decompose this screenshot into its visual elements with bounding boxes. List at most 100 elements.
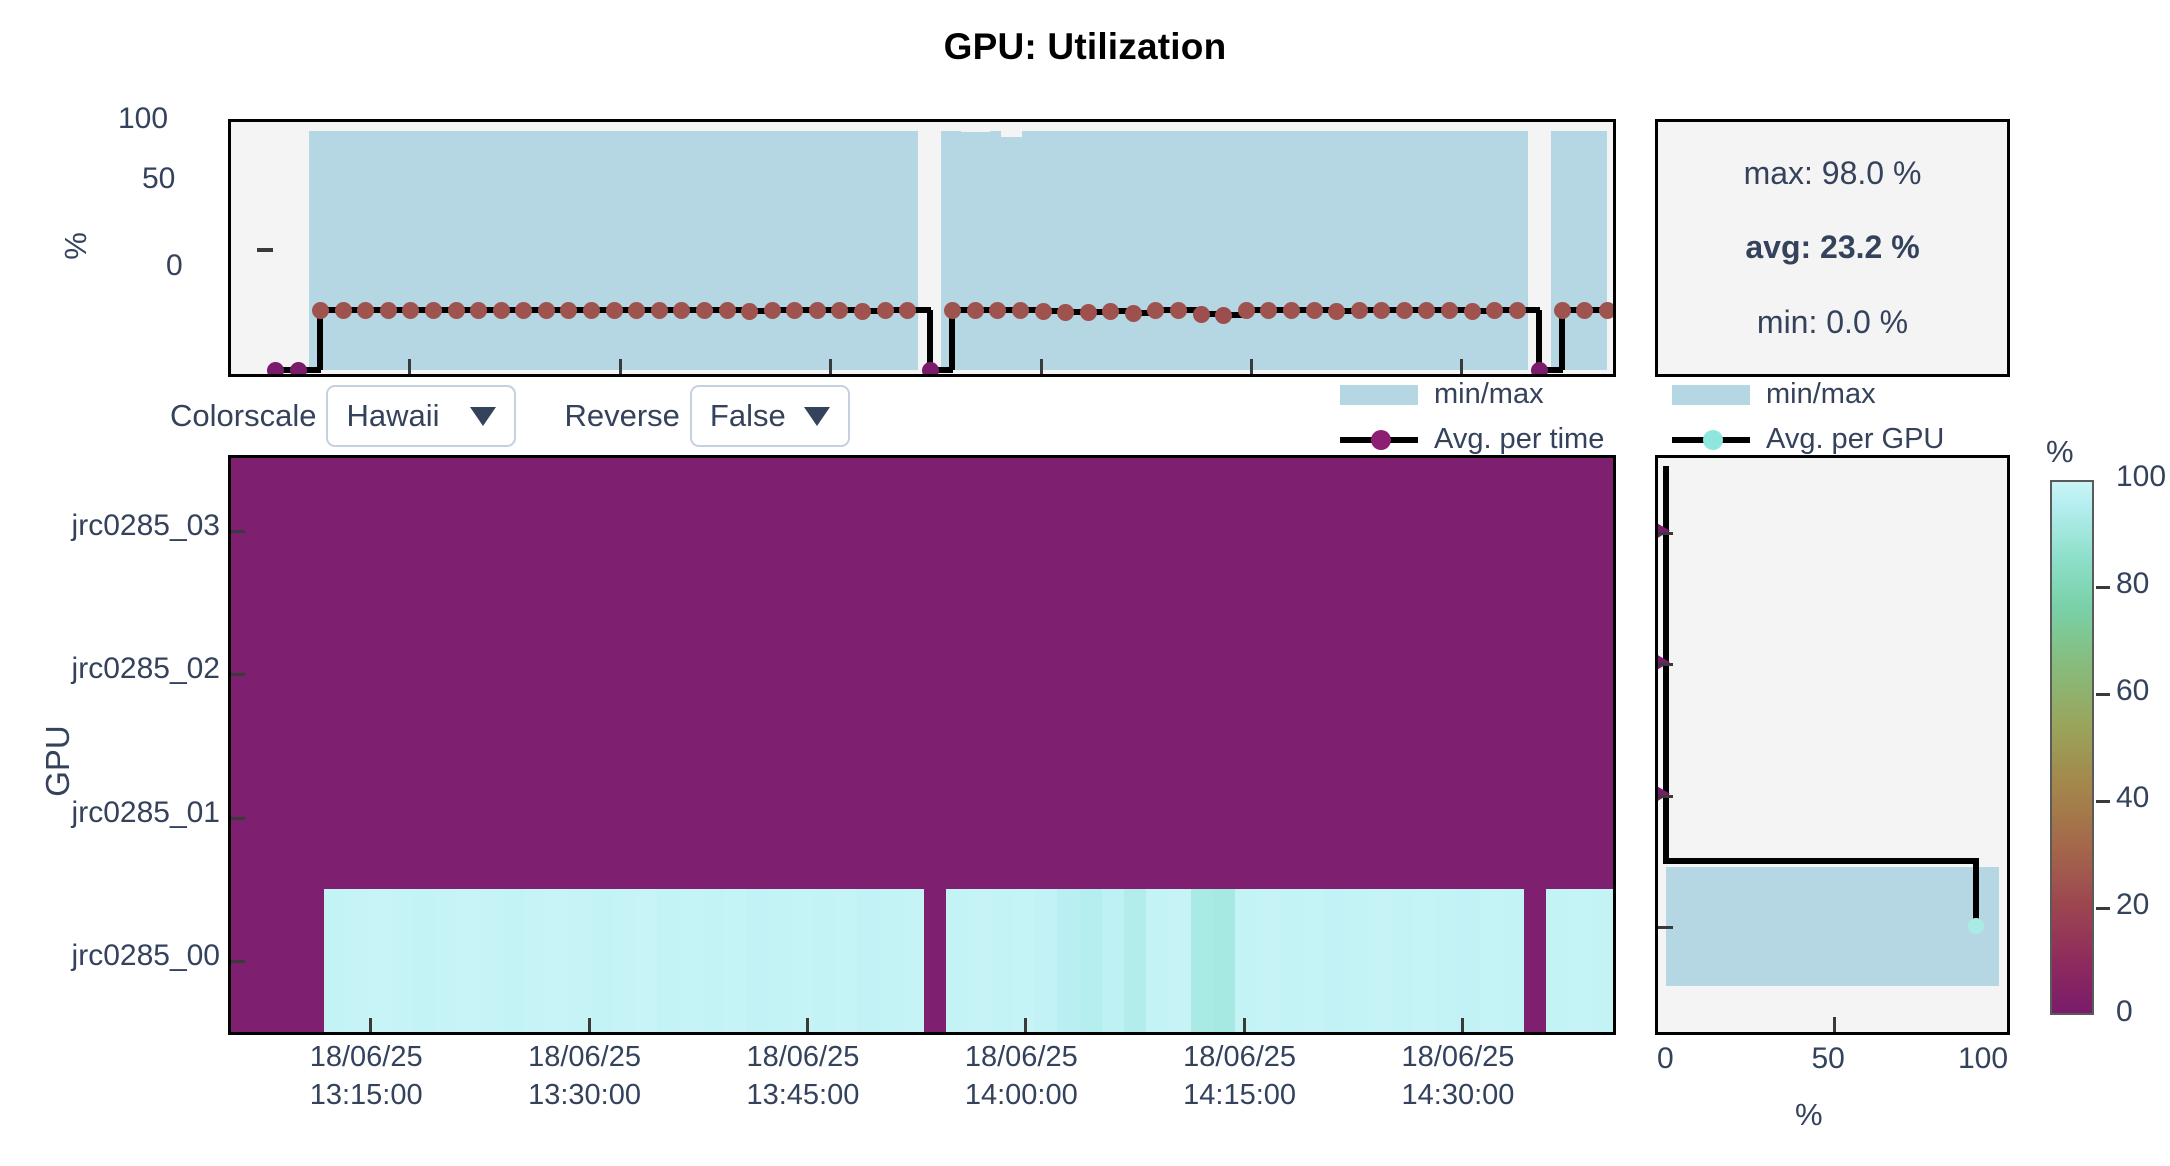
avg-per-time-marker: [312, 302, 330, 320]
heatmap-xlabel: 18/06/25 14:15:00: [1130, 1038, 1350, 1115]
xlabel-date: 18/06/25: [1183, 1041, 1297, 1073]
heatmap-cell: [1390, 888, 1414, 1032]
avg-line-segment: [1448, 307, 1473, 314]
heatmap-cell: [368, 888, 392, 1032]
avg-per-time-marker: [853, 302, 871, 320]
colorbar-tick-label: 40: [2116, 781, 2150, 814]
legend-item-minmax[interactable]: min/max: [1340, 378, 1604, 411]
xlabel-date: 18/06/25: [746, 1041, 860, 1073]
avg-per-time-marker: [1237, 302, 1255, 320]
avg-per-time-marker: [876, 302, 894, 320]
avg-per-time-marker: [1576, 302, 1594, 320]
heatmap-cell: [1012, 888, 1037, 1032]
avg-line-segment: [681, 307, 705, 314]
xlabel-time: 13:15:00: [309, 1079, 423, 1112]
avg-per-time-marker: [695, 302, 713, 320]
avg-line-segment: [433, 307, 457, 314]
avg-per-time-marker: [379, 302, 397, 320]
avg-per-time-marker: [1350, 302, 1368, 320]
legend-item-avg-per-gpu[interactable]: Avg. per GPU: [1672, 423, 1944, 456]
top-panel-ytick-mark: [257, 248, 273, 252]
heatmap-cell: [1124, 888, 1148, 1032]
top-panel-y-axis-label: %: [57, 232, 93, 260]
avg-per-time-marker: [583, 302, 601, 320]
heatmap-cell: [946, 888, 970, 1032]
heatmap-ytick: [231, 816, 245, 820]
colorbar-tick-mark: [2096, 693, 2110, 696]
avg-line-segment: [816, 307, 841, 314]
heatmap-grid: [231, 458, 1613, 1032]
avg-per-time-marker: [808, 302, 826, 320]
avg-per-time-marker: [1147, 302, 1165, 320]
reverse-dropdown[interactable]: False: [689, 385, 850, 447]
avg-per-time-plot[interactable]: [228, 119, 1616, 377]
avg-line-segment: [455, 306, 480, 313]
legend-item-avg-per-time[interactable]: Avg. per time: [1340, 423, 1604, 456]
avg-per-time-marker: [537, 301, 555, 319]
avg-per-time-marker: [1124, 304, 1142, 322]
heatmap-cell: [546, 888, 570, 1032]
avg-per-time-marker: [1260, 302, 1278, 320]
gpu-panel-xlabel: 0: [1657, 1042, 1674, 1075]
avg-per-time-marker: [628, 301, 646, 319]
gpu-utilization-heatmap[interactable]: [228, 455, 1616, 1035]
reverse-label: Reverse: [564, 398, 680, 433]
legend-item-minmax-gpu[interactable]: min/max: [1672, 378, 1944, 411]
avg-per-time-marker: [1012, 302, 1030, 320]
summary-stats-box: max: 98.0 % avg: 23.2 % min: 0.0 %: [1655, 119, 2010, 377]
avg-line-segment: [1223, 311, 1247, 318]
heatmap-xtick: [1460, 1018, 1464, 1032]
avg-per-time-marker: [1440, 302, 1458, 320]
avg-line-segment: [1110, 308, 1134, 315]
gpu-panel-x-axis-label: %: [1795, 1097, 1823, 1132]
top-panel-xtick: [408, 359, 412, 374]
xlabel-time: 13:30:00: [528, 1079, 641, 1112]
heatmap-xtick: [805, 1018, 809, 1032]
stat-avg: avg: 23.2 %: [1745, 229, 1920, 266]
avg-line-segment: [297, 367, 322, 373]
avg-line-segment: [926, 310, 933, 370]
avg-per-time-marker: [1599, 302, 1613, 320]
gpu-panel-ytick: [1658, 663, 1673, 667]
band-notch: [1267, 126, 1286, 130]
avg-line-segment: [1132, 309, 1157, 316]
avg-line-segment: [861, 307, 886, 314]
heatmap-cell: [323, 888, 348, 1032]
top-ytick-0: 0: [166, 249, 183, 282]
avg-per-time-marker: [470, 302, 488, 320]
avg-line-segment: [1539, 367, 1563, 373]
colorbar-tick-mark: [2096, 800, 2110, 803]
heatmap-ytick: [231, 529, 245, 533]
colorscale-dropdown[interactable]: Hawaii: [326, 385, 517, 447]
chevron-down-icon: [470, 406, 497, 426]
top-ytick-50: 50: [142, 162, 176, 195]
avg-per-time-marker: [560, 302, 578, 320]
avg-line-segment: [1020, 307, 1044, 314]
avg-per-gpu-marker: [1967, 918, 1984, 935]
avg-per-time-marker: [515, 302, 533, 320]
gpu-panel-ytick: [1658, 926, 1673, 930]
heatmap-ylabel-jrc0285_03: jrc0285_03: [71, 508, 220, 542]
stat-max: max: 98.0 %: [1743, 154, 1922, 191]
xlabel-date: 18/06/25: [528, 1041, 641, 1073]
legend-avg-per-gpu: min/max Avg. per GPU: [1672, 378, 1944, 456]
avg-per-time-marker: [1328, 302, 1346, 320]
avg-line-segment: [1426, 307, 1450, 314]
heatmap-cell: [923, 888, 948, 1032]
avg-line-segment: [907, 307, 931, 314]
avg-line-segment: [1042, 307, 1067, 314]
xlabel-time: 14:15:00: [1183, 1079, 1297, 1112]
heatmap-cell: [457, 888, 481, 1032]
heatmap-ytick: [231, 673, 245, 677]
heatmap-cell: [1479, 888, 1503, 1032]
avg-per-time-marker: [1305, 302, 1323, 320]
avg-per-time-marker: [1531, 362, 1549, 374]
avg-line-segment: [1381, 307, 1405, 314]
avg-line-segment: [1200, 311, 1225, 318]
colorbar-tick-label: 100: [2116, 460, 2167, 493]
avg-per-time-marker: [1395, 302, 1413, 320]
heatmap-cell: [1324, 888, 1348, 1032]
legend-avg-per-time: min/max Avg. per time: [1340, 378, 1604, 456]
avg-per-gpu-plot[interactable]: [1655, 455, 2010, 1035]
